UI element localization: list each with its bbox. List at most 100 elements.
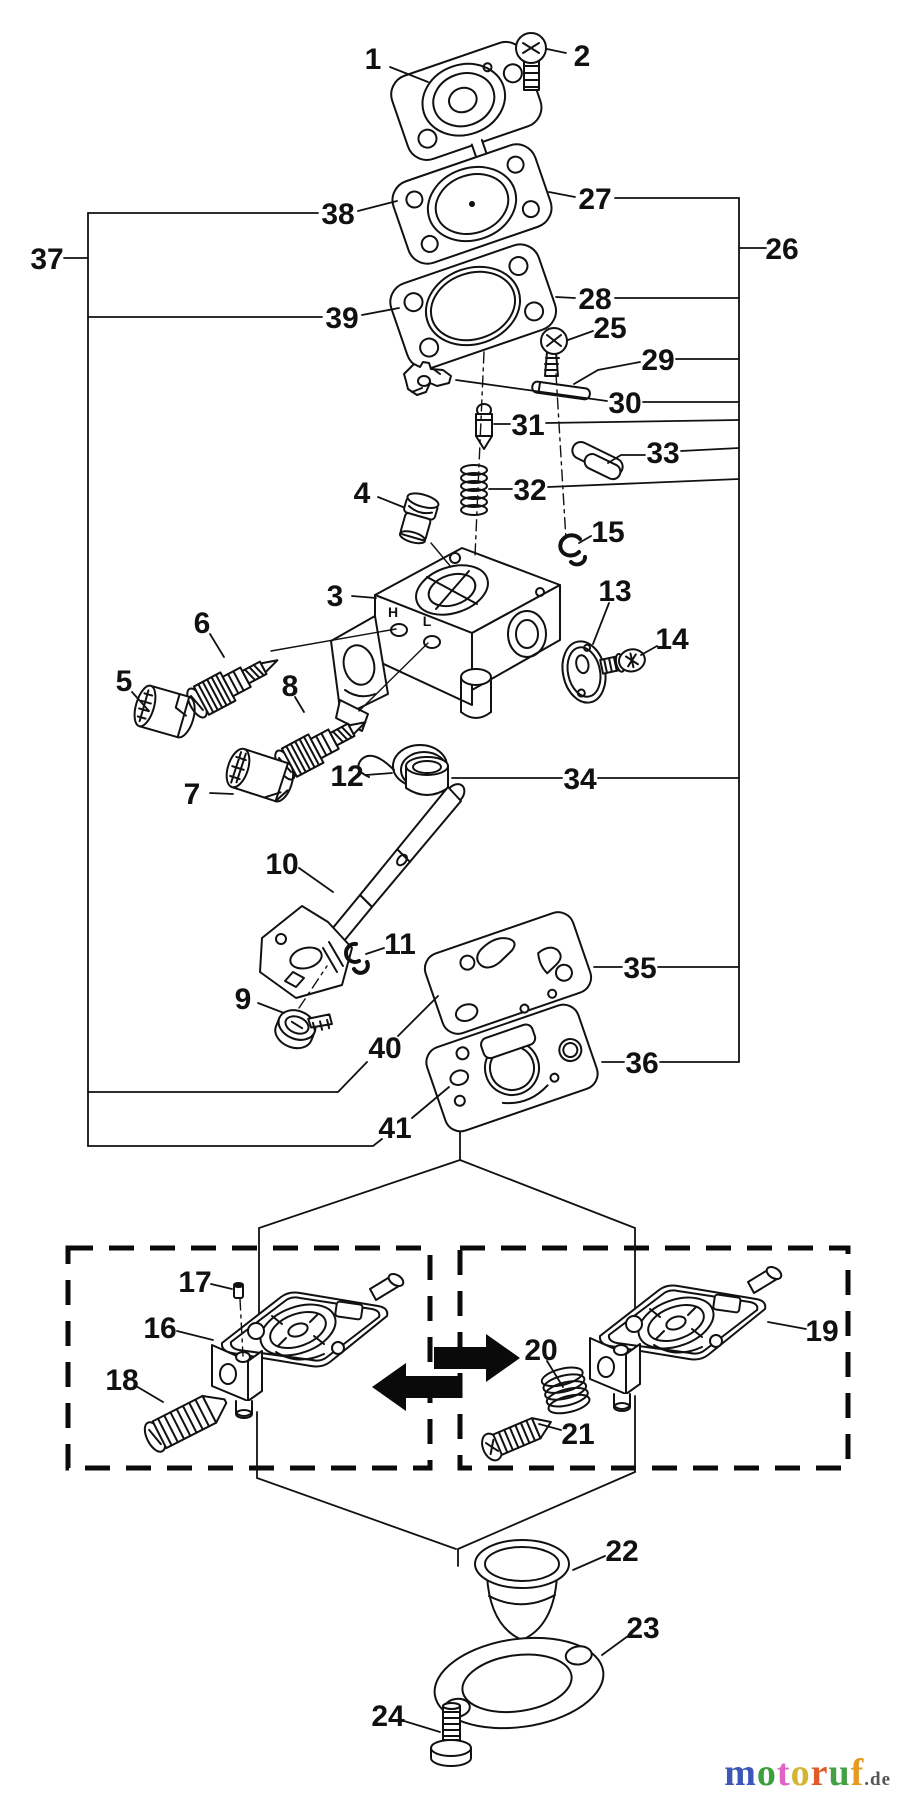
callout-41: 41: [378, 1112, 411, 1145]
part-3-carburetor-body: H L: [330, 547, 561, 732]
callout-24: 24: [371, 1700, 405, 1733]
callout-33-leader-0: [680, 447, 740, 452]
interchange-box-left: [65, 1245, 433, 1471]
parts-illustration: H L: [133, 32, 785, 1767]
watermark-suffix: .de: [864, 1769, 891, 1790]
part-24-screw: [430, 1702, 472, 1767]
part-21-screw: [481, 1417, 552, 1462]
callout-16-leader-0: [176, 1330, 214, 1341]
part-4-friction-plug: [398, 492, 440, 545]
axis-needle-31: [474, 351, 485, 557]
part-22-primer-base: [474, 1539, 570, 1641]
callout-8: 8: [282, 670, 299, 703]
callout-34: 34: [563, 763, 597, 796]
needle-8-pointer: [358, 642, 429, 712]
callout-19-leader-0: [767, 1321, 807, 1330]
callout-27: 27: [578, 183, 611, 216]
callout-33-leader-1: [607, 454, 646, 464]
callout-37: 37: [30, 243, 63, 276]
watermark-letter: m: [724, 1752, 757, 1794]
part-35-metering-diaphragm: [423, 911, 593, 1035]
part-11-shaft-clip: [344, 941, 370, 975]
callout-22-leader-0: [572, 1555, 606, 1571]
callout-5: 5: [116, 665, 133, 698]
watermark-letter: r: [810, 1752, 829, 1794]
callout-25: 25: [593, 312, 626, 345]
body-marking-low: L: [423, 613, 432, 629]
watermark-letter: f: [850, 1752, 865, 1794]
part-39-pump-gasket: [389, 243, 557, 370]
part-33-swivel-link: [571, 441, 624, 481]
callout-7-leader-0: [209, 792, 234, 795]
cap-4-pointer: [430, 542, 452, 568]
connector-right-bottom: [457, 1395, 636, 1550]
callout-9-leader-0: [257, 1002, 285, 1014]
callout-4: 4: [354, 477, 371, 510]
callout-26: 26: [765, 233, 798, 266]
callout-3-leader-0: [351, 595, 377, 599]
callout-21: 21: [561, 1418, 594, 1451]
part-5-limiter-cap: [133, 684, 196, 739]
callout-28: 28: [578, 283, 611, 316]
callout-27-leader-0: [548, 191, 576, 198]
part-14-screw: [599, 648, 646, 675]
callout-39: 39: [325, 302, 358, 335]
kit-37-branch-41: [87, 1138, 383, 1147]
callout-25-leader-0: [567, 330, 594, 341]
callout-12: 12: [330, 760, 363, 793]
callout-16: 16: [143, 1312, 176, 1345]
watermark-word: motoruf: [724, 1752, 864, 1794]
callout-1-leader-0: [389, 66, 429, 83]
callout-6-leader-0: [209, 633, 225, 658]
callout-8-leader-0: [294, 696, 305, 713]
callout-40: 40: [368, 1032, 401, 1065]
callout-30: 30: [608, 387, 641, 420]
callout-22: 22: [605, 1535, 638, 1568]
callout-2: 2: [574, 40, 591, 73]
part-10-throttle-shaft: [259, 783, 466, 999]
body-marking-high: H: [388, 604, 398, 620]
callout-40-leader-0: [397, 995, 439, 1037]
callout-20-leader-0: [546, 1360, 564, 1388]
connector-right-down: [459, 1159, 636, 1309]
callout-1: 1: [365, 43, 382, 76]
callout-35: 35: [623, 952, 656, 985]
callout-7: 7: [184, 778, 201, 811]
callout-39-leader-0: [361, 307, 400, 316]
callout-29: 29: [641, 344, 674, 377]
callout-24-leader-0: [403, 1720, 441, 1733]
callout-30-leader-1: [455, 379, 608, 402]
part-36-metering-gasket: [425, 1003, 599, 1133]
callout-15: 15: [591, 516, 624, 549]
axis-screw-9: [298, 965, 328, 1009]
callout-32-leader-0: [547, 478, 740, 488]
part-30-inlet-lever: [403, 361, 452, 396]
callout-5-leader-0: [131, 691, 150, 712]
part-25-screw: [540, 327, 568, 377]
callout-38-leader-0: [357, 200, 398, 212]
callout-33: 33: [646, 437, 679, 470]
part-9-swivel-screw: [274, 1009, 333, 1050]
part-34-welch-plug: [405, 756, 449, 796]
callout-28-leader-0: [555, 296, 576, 299]
part-19-fuel-pump-body: [589, 1263, 785, 1412]
callout-10-leader-0: [298, 867, 334, 893]
part-7-cap-cylinder: [225, 747, 295, 803]
callout-18-leader-0: [135, 1385, 164, 1403]
callout-14: 14: [655, 623, 689, 656]
callout-31-leader-0: [545, 419, 740, 424]
part-20-spring: [540, 1366, 591, 1415]
part-18-idle-screw: [143, 1394, 228, 1453]
callout-23: 23: [626, 1612, 659, 1645]
callout-18: 18: [105, 1364, 138, 1397]
callout-31: 31: [511, 409, 544, 442]
callout-11-leader-0: [365, 947, 385, 955]
watermark-letter: t: [776, 1752, 791, 1794]
part-17-pin: [233, 1282, 244, 1299]
callout-36: 36: [625, 1047, 658, 1080]
callout-38: 38: [321, 198, 354, 231]
callout-13-leader-0: [592, 602, 610, 645]
